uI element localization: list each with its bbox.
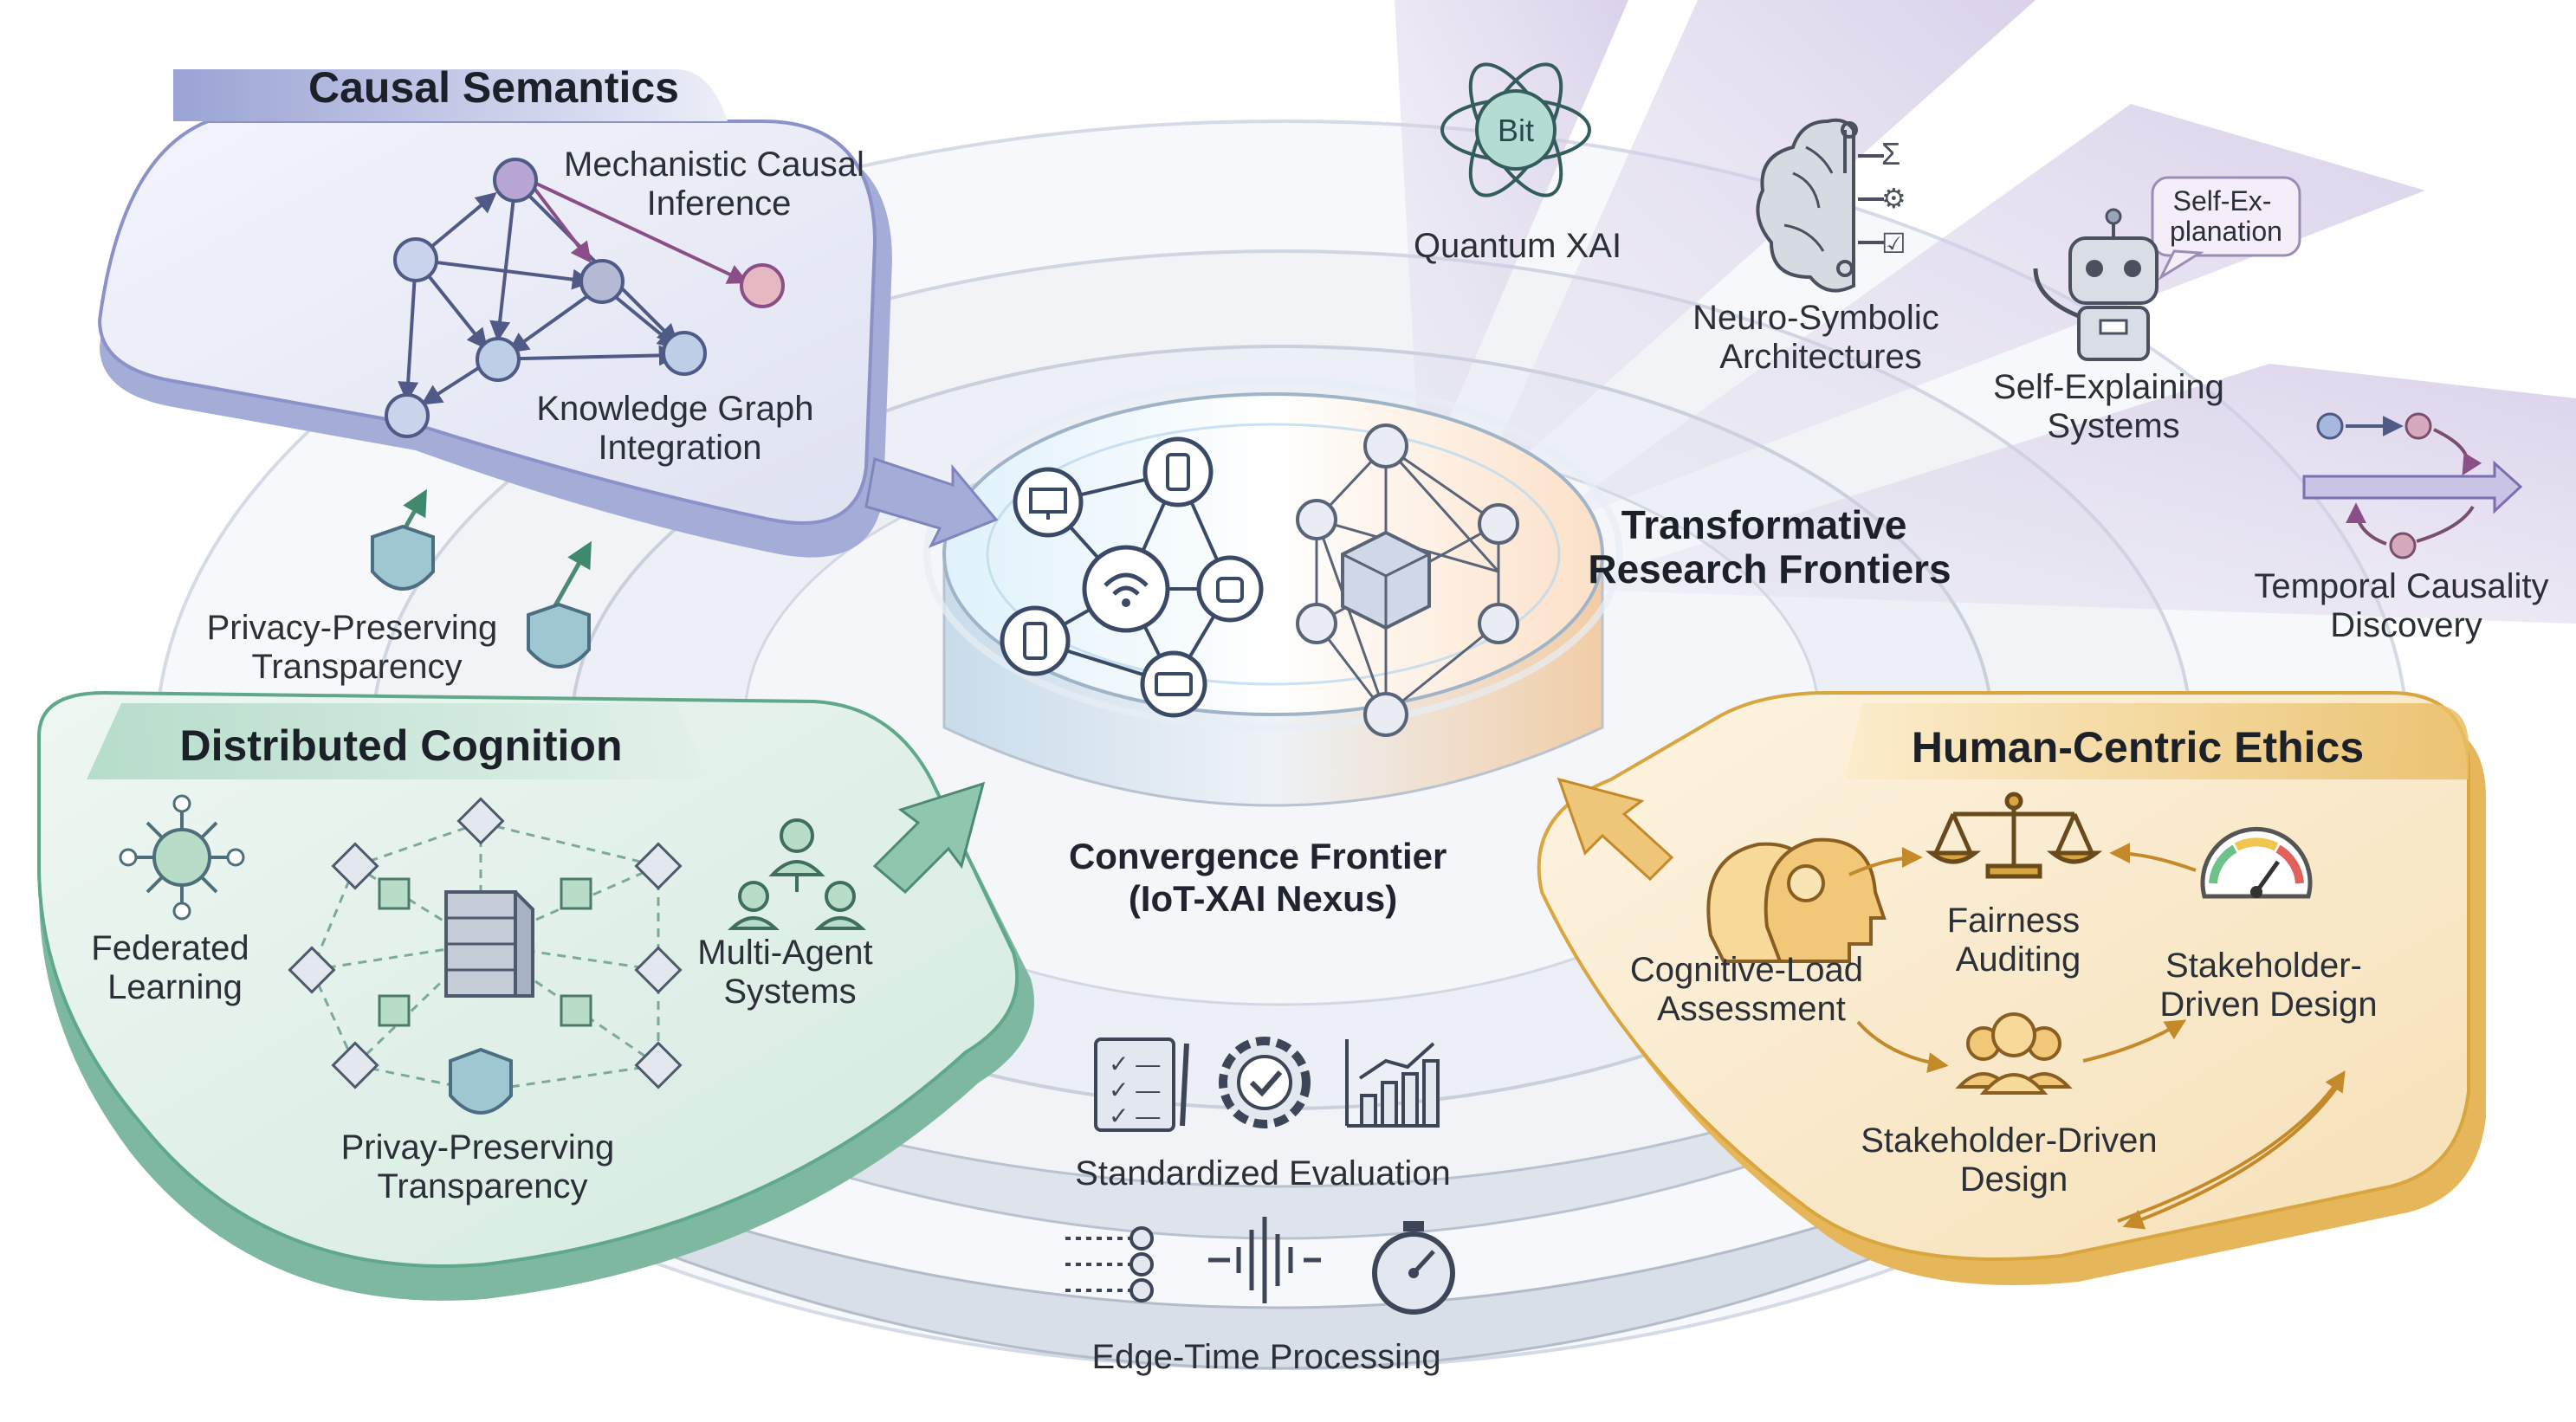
- shield-icon: [449, 1047, 513, 1115]
- human-centric-ethics-title: Human-Centric Ethics: [1912, 723, 2364, 772]
- multi-agent-icon: [728, 818, 866, 930]
- xai-nodes: [1296, 423, 1519, 737]
- stakeholder-bottom-label: Stakeholder-Driven Design: [1861, 1121, 2167, 1199]
- balance-scale-icon: [1925, 792, 2103, 879]
- federated-learning-icon: [119, 794, 245, 921]
- stakeholder-group-icon: [1955, 1012, 2073, 1095]
- distributed-cognition-title: Distributed Cognition: [179, 721, 622, 770]
- node-cubes: [288, 797, 683, 1089]
- speech-bubble: Self-Ex- planation: [2151, 176, 2301, 281]
- symbol-glyphs: Σ ⚙ ☑: [1881, 136, 1906, 259]
- convergence-core: Convergence Frontier (IoT-XAI Nexus): [909, 378, 1637, 919]
- watch-icon: [1196, 555, 1264, 623]
- neuro-symbolic-label: Neuro-Symbolic Architectures: [1693, 299, 1949, 376]
- self-explaining-label: Self-Explaining Systems: [1993, 368, 2234, 445]
- multi-agent-label: Multi-Agent Systems: [697, 934, 882, 1011]
- distributed-cognition-panel: Distributed Cognition: [37, 690, 1034, 1301]
- cognitive-load-icon: [1706, 837, 1887, 963]
- gauge-icon: [2200, 826, 2313, 899]
- standardized-evaluation-band: ✓ — ✓ — ✓ — Standardized Evaluation: [1075, 1037, 1451, 1193]
- ethics-to-core-arrow: [1557, 777, 1674, 882]
- privay-preserving-label: Privay-Preserving Transparency: [341, 1128, 625, 1205]
- server-icon: [444, 890, 534, 998]
- temporal-causality-label: Temporal Causality Discovery: [2254, 567, 2558, 644]
- robot-icon: [2033, 208, 2159, 361]
- svg-text:✓ —: ✓ —: [1109, 1076, 1160, 1103]
- microwave-icon: [1140, 650, 1207, 718]
- phone-icon: [1000, 605, 1071, 676]
- human-centric-ethics-panel: Human-Centric Ethics Cognitive-Load Asse…: [1537, 691, 2486, 1285]
- frontiers-title: Transformative Research Frontiers: [1588, 502, 1951, 591]
- stakeholder-right-label: Stakeholder- Driven Design: [2159, 947, 2377, 1024]
- svg-text:✓ —: ✓ —: [1109, 1050, 1160, 1077]
- circuit-icon: [1836, 121, 1884, 277]
- edge-time-processing-band: Edge-Time Processing: [1065, 1217, 1455, 1376]
- atom-icon: Bit: [1440, 62, 1591, 197]
- cube-icon: [1341, 530, 1431, 630]
- fairness-auditing-label: Fairness Auditing: [1947, 902, 2090, 979]
- federated-learning-label: Federated Learning: [91, 929, 258, 1006]
- causal-to-core-arrow: [864, 457, 999, 548]
- causal-semantics-panel: Causal Semantics Mechanist: [97, 63, 892, 558]
- monitor-icon: [1013, 467, 1084, 538]
- checklist-icon: ✓ — ✓ — ✓ —: [1094, 1037, 1189, 1132]
- svg-text:✓ —: ✓ —: [1109, 1102, 1160, 1129]
- research-frontiers: Transformative Research Frontiers Bit Qu…: [1414, 62, 2558, 644]
- sliders-icon: [1065, 1226, 1154, 1302]
- causal-highlight-edges: [531, 180, 749, 284]
- standardized-evaluation-label: Standardized Evaluation: [1075, 1154, 1451, 1193]
- waveform-icon: [1208, 1217, 1321, 1303]
- gear-check-icon: [1219, 1037, 1311, 1128]
- shield-icon: [527, 602, 591, 669]
- speech-bubble-text: Self-Ex- planation: [2170, 185, 2282, 247]
- temporal-causality-icon: [2302, 412, 2523, 559]
- quantum-xai-label: Quantum XAI: [1414, 227, 1621, 265]
- bit-badge: Bit: [1498, 113, 1534, 148]
- privacy-link: Privacy-Preserving Transparency: [207, 488, 592, 686]
- cognitive-load-label: Cognitive-Load Assessment: [1630, 951, 1873, 1028]
- svg-text:⚙: ⚙: [1881, 183, 1906, 214]
- causal-nodes: [385, 158, 785, 438]
- edge-time-processing-label: Edge-Time Processing: [1091, 1338, 1440, 1376]
- svg-text:☑: ☑: [1881, 228, 1906, 259]
- knowledge-graph-label: Knowledge Graph Integration: [536, 390, 823, 467]
- privacy-link-label: Privacy-Preserving Transparency: [207, 609, 508, 686]
- causal-semantics-title: Causal Semantics: [308, 63, 679, 112]
- bar-chart-icon: [1345, 1039, 1440, 1128]
- core-label: Convergence Frontier (IoT-XAI Nexus): [1069, 836, 1457, 919]
- mechanistic-causal-label: Mechanistic Causal Inference: [564, 145, 874, 223]
- ethics-flow-arrows: [1848, 843, 2346, 1230]
- stopwatch-icon: [1372, 1221, 1455, 1315]
- edge-boxes: [378, 877, 592, 1027]
- shield-icon: [371, 524, 435, 591]
- brain-icon: [1756, 118, 1855, 293]
- wifi-hub-icon: [1082, 545, 1170, 633]
- distributed-to-core-arrow: [872, 781, 986, 895]
- smartphone-icon: [1142, 436, 1214, 507]
- svg-text:Σ: Σ: [1881, 136, 1900, 171]
